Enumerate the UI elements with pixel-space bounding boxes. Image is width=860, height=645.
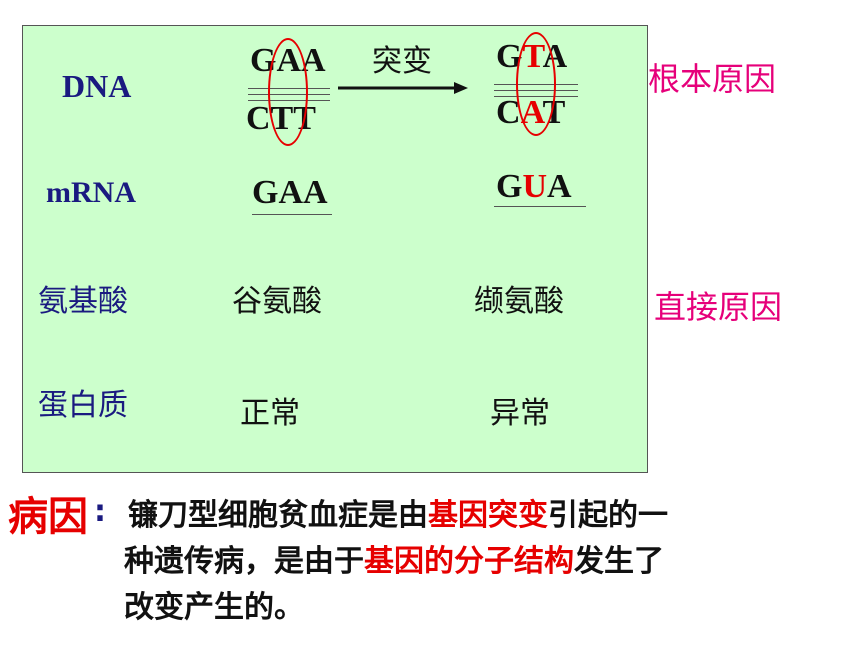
normal-amino-acid: 谷氨酸 [232,284,322,319]
normal-protein: 正常 [240,396,300,431]
mutation-site-oval-mutant [516,32,556,136]
cause-heading: 病因 [8,494,88,540]
mutation-arrow-icon [338,82,468,94]
row-label-dna: DNA [62,68,132,104]
mutant-amino-acid: 缬氨酸 [474,284,564,319]
cause-text-line-3: 改变产生的。 [124,590,304,625]
mutant-protein: 异常 [490,396,550,431]
root-cause-label: 根本原因 [648,60,777,98]
normal-mrna-sequence: GAA [252,174,328,211]
cause-colon: : [94,494,106,529]
mutation-site-oval-normal [268,38,308,146]
row-label-protein: 蛋白质 [38,388,128,423]
mutant-mrna-underline [494,206,586,207]
direct-cause-label: 直接原因 [654,288,783,326]
cause-text-line-2: 种遗传病，是由于基因的分子结构发生了 [124,544,664,579]
row-label-amino-acid: 氨基酸 [38,284,128,319]
mutant-mrna-sequence: GUA [496,168,572,205]
mutation-arrow-label: 突变 [372,44,432,79]
normal-mrna-underline [252,214,332,215]
cause-text-line-1: 镰刀型细胞贫血症是由基因突变引起的一 [128,498,668,533]
row-label-mrna: mRNA [46,176,136,209]
